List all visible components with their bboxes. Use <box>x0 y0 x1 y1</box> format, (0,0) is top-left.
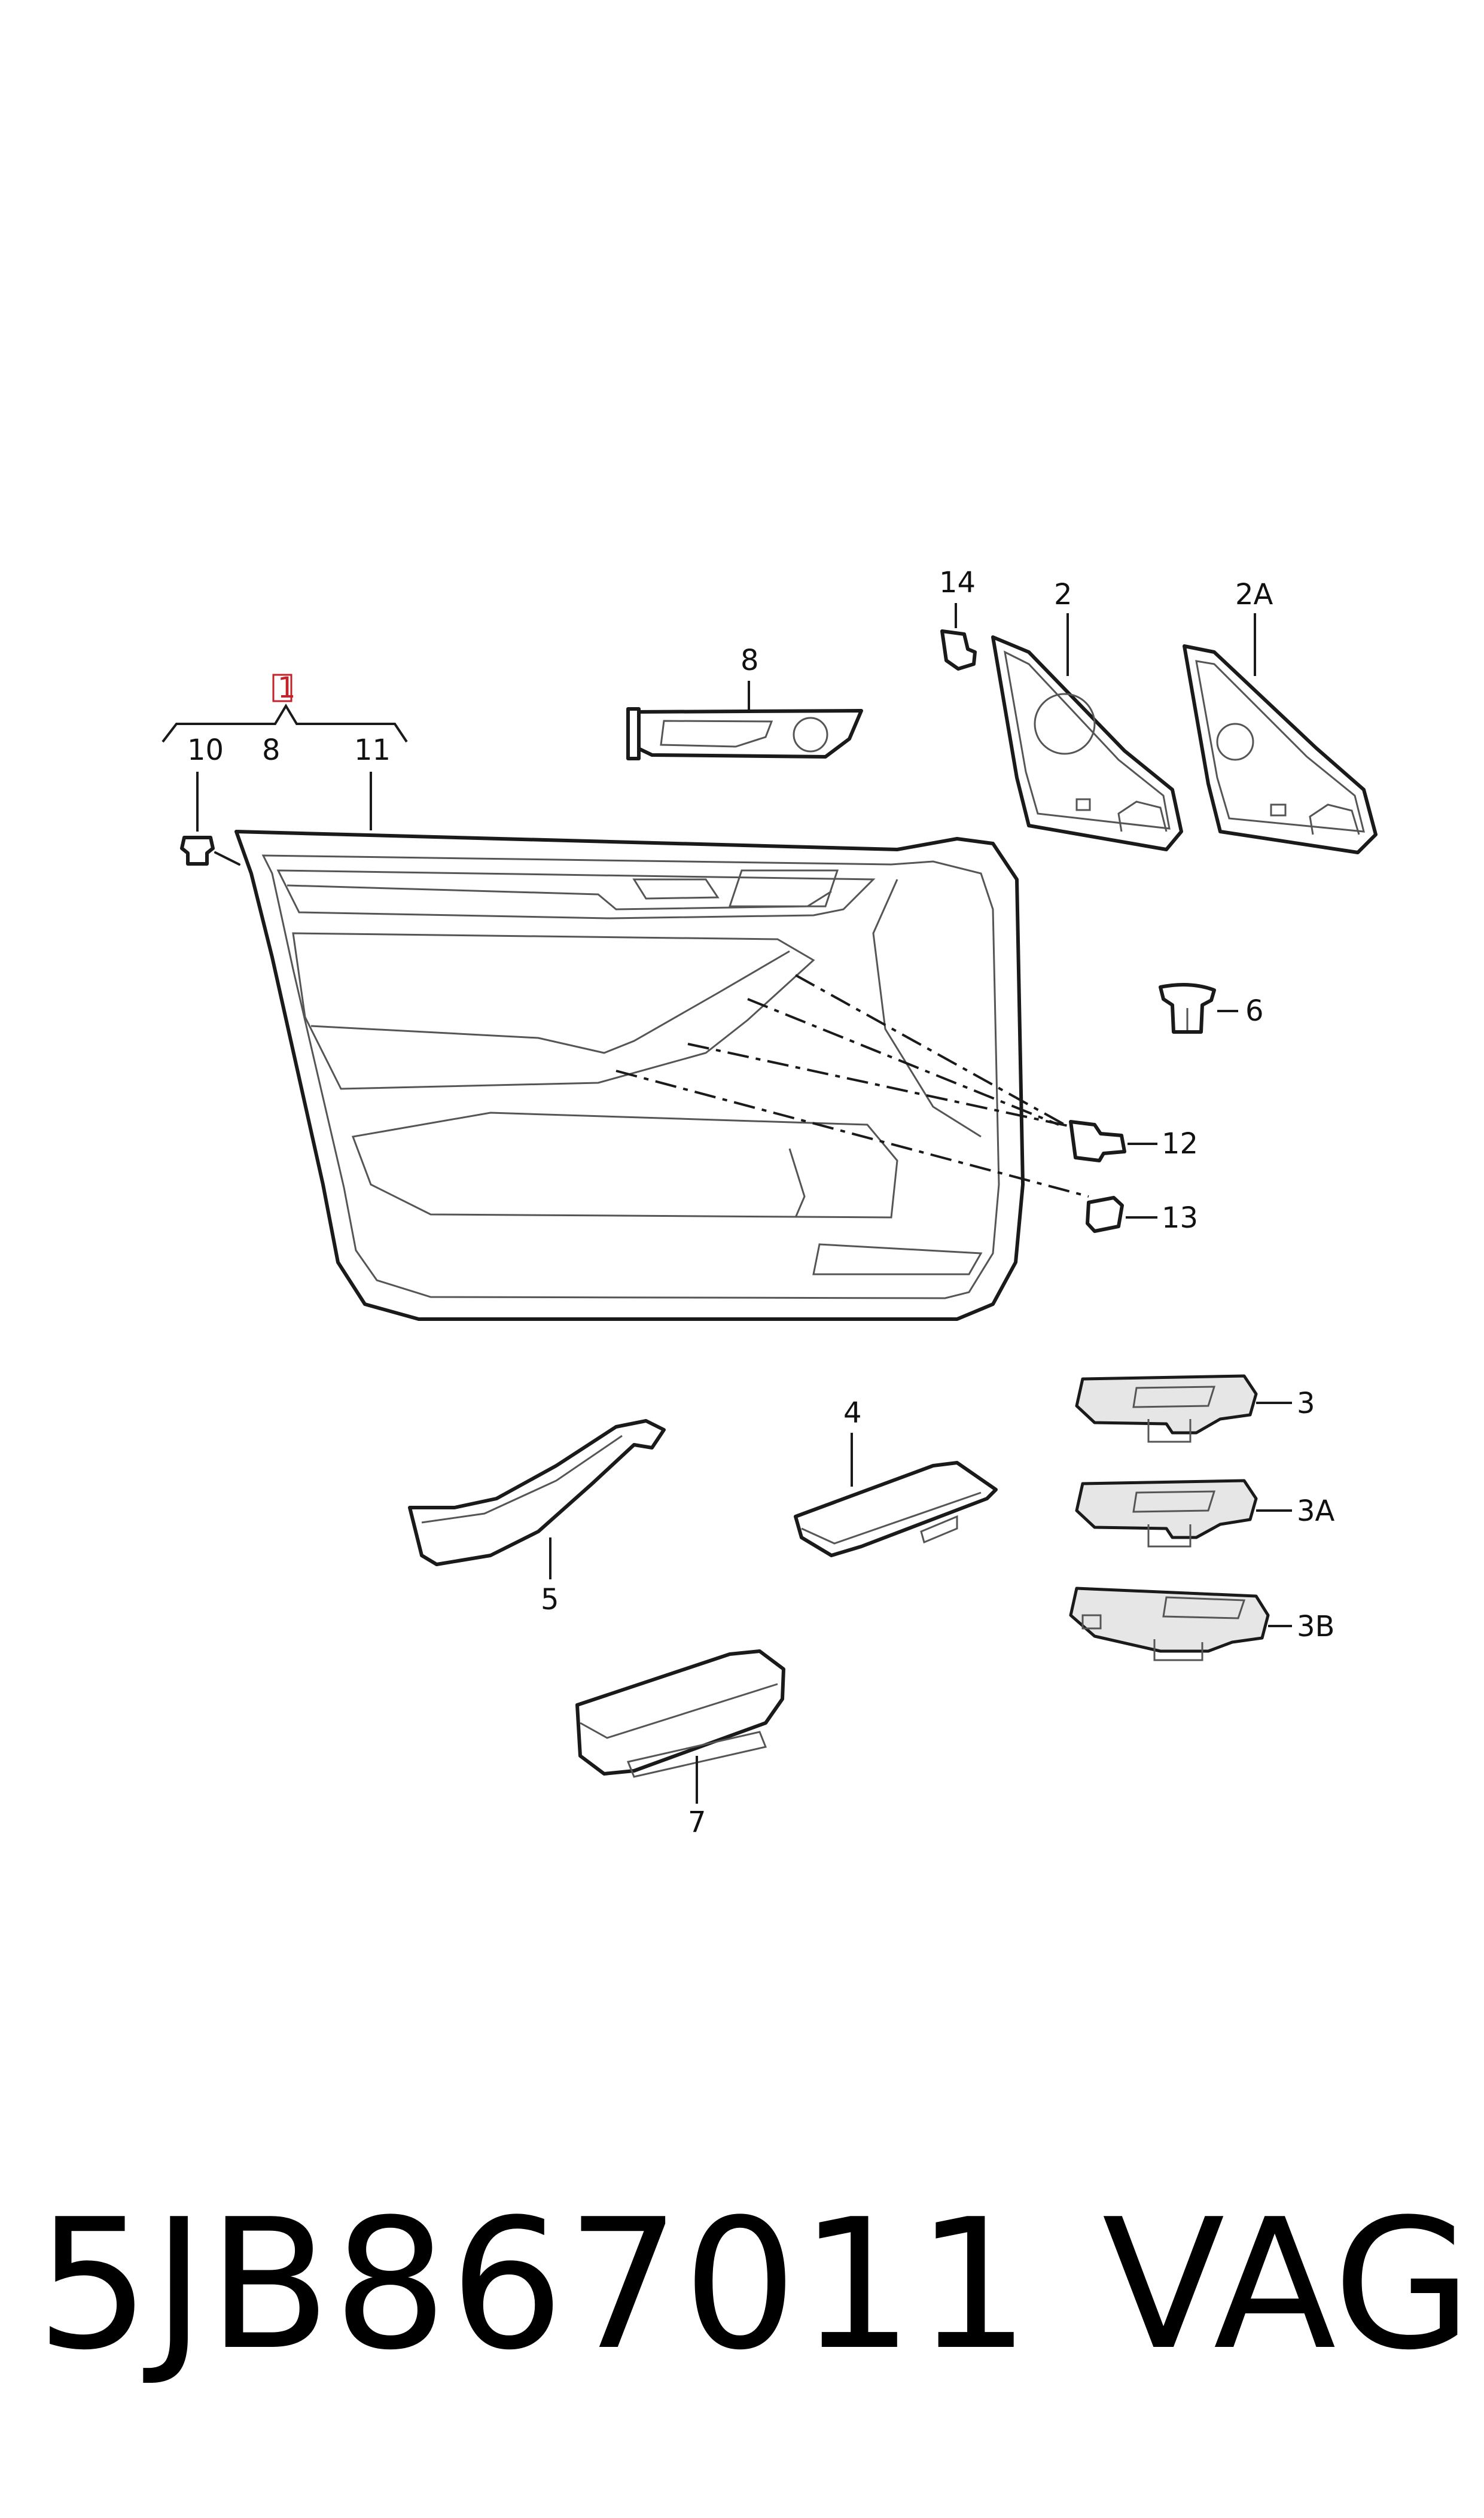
part-5-pull-handle[interactable]: 5 <box>408 1419 666 1616</box>
part-3-switch-bezel[interactable]: 3 <box>1075 1374 1315 1443</box>
part-8-handle-insert[interactable]: 8 <box>626 644 863 760</box>
part-6-push-clip[interactable]: 6 <box>1159 983 1264 1034</box>
callout-8-bracket[interactable]: 8 <box>262 733 281 767</box>
callout-12[interactable]: 12 <box>1162 1127 1198 1161</box>
callout-4[interactable]: 4 <box>843 1396 862 1430</box>
callout-3[interactable]: 3 <box>1297 1387 1315 1420</box>
callout-3b[interactable]: 3B <box>1297 1610 1334 1643</box>
part-14-clip[interactable]: 14 <box>939 566 977 671</box>
part-4-armrest-lid[interactable]: 4 <box>794 1396 998 1557</box>
part-10-clip[interactable] <box>180 772 240 866</box>
callout-6[interactable]: 6 <box>1245 994 1264 1028</box>
part-7-armrest-pad[interactable]: 7 <box>575 1649 785 1839</box>
footer: 5JB867011 VAG <box>0 2178 1484 2429</box>
part-12-screw[interactable]: 12 <box>1069 1120 1198 1162</box>
group-bracket-1: 1 10 8 11 <box>161 671 408 767</box>
callout-13[interactable]: 13 <box>1162 1201 1198 1235</box>
part-3a-switch-bezel[interactable]: 3A <box>1075 1479 1335 1548</box>
callout-3a[interactable]: 3A <box>1297 1494 1335 1528</box>
part-13-nut-clip[interactable]: 13 <box>1086 1196 1198 1235</box>
part-2-mirror-trim[interactable]: 2 <box>991 578 1183 851</box>
callout-11[interactable]: 11 <box>354 733 391 767</box>
callout-2[interactable]: 2 <box>1054 578 1072 611</box>
callout-10[interactable]: 10 <box>187 733 224 767</box>
callout-2a[interactable]: 2A <box>1235 578 1273 611</box>
part-11-door-trim-panel[interactable] <box>234 772 1025 1321</box>
callout-5[interactable]: 5 <box>541 1583 559 1616</box>
part-3b-switch-bezel[interactable]: 3B <box>1069 1587 1334 1661</box>
callout-1[interactable]: 1 <box>278 671 296 705</box>
assembly-lines <box>615 974 1089 1198</box>
part-2a-mirror-trim[interactable]: 2A <box>1183 578 1378 854</box>
exploded-parts-diagram: 1 10 8 11 8 <box>161 566 1378 1839</box>
part-number: 5JB867011 <box>36 2181 1033 2389</box>
brand-label: VAG <box>1102 2181 1472 2389</box>
callout-1-box <box>272 674 292 702</box>
callout-7[interactable]: 7 <box>688 1805 706 1839</box>
callout-14[interactable]: 14 <box>939 566 976 599</box>
callout-8[interactable]: 8 <box>741 644 759 677</box>
